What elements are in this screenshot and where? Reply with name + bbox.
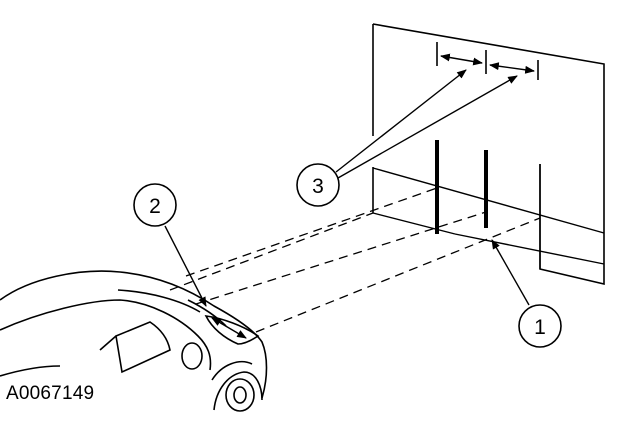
beam-center-lines (435, 140, 541, 269)
callout-1: 1 (491, 239, 562, 348)
headlamp-spacing-dimension (211, 317, 247, 339)
beam-spacing-dimension (436, 42, 539, 80)
figure-id: A0067149 (6, 383, 95, 404)
callout-3: 3 (296, 69, 518, 207)
callout-2-label: 2 (149, 195, 161, 218)
floor-line (372, 167, 605, 234)
projection-lines (169, 187, 541, 333)
callout-2: 2 (133, 183, 207, 307)
callout-3-label: 3 (312, 175, 324, 198)
callout-1-label: 1 (534, 316, 546, 339)
aiming-screen (372, 23, 605, 286)
